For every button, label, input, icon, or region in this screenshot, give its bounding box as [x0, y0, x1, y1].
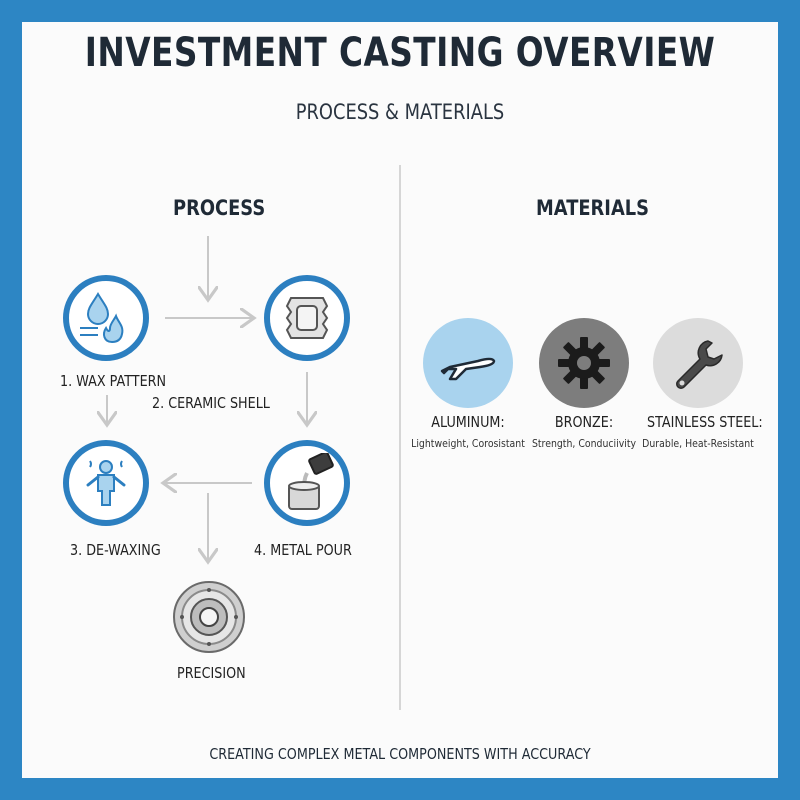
step-de-waxing-circle: [63, 440, 149, 526]
wax-drop-flame-icon: [80, 292, 124, 344]
ceramic-shell-icon: [285, 297, 329, 339]
step-wax-pattern-label: 1. WAX PATTERN: [60, 372, 167, 390]
step-metal-pour-circle: [264, 440, 350, 526]
airplane-icon: [440, 357, 496, 381]
metal-pour-crucible-icon: [288, 453, 334, 510]
aluminum-name: ALUMINUM:: [431, 413, 505, 431]
gear-icon: [558, 337, 610, 389]
materials-heading: MATERIALS: [536, 196, 649, 220]
step-wax-pattern-circle: [63, 275, 149, 361]
stainless-steel-badge: [653, 318, 743, 408]
stainless-steel-desc: Durable, Heat-Resistant: [642, 437, 754, 450]
precision-disc-icon: [173, 581, 245, 653]
precision-disc: [172, 580, 246, 654]
precision-label: PRECISION: [177, 664, 246, 682]
page-title: INVESTMENT CASTING OVERVIEW: [84, 30, 716, 76]
bronze-desc: Strength, Conduciivity: [531, 437, 637, 450]
wrench-icon: [676, 340, 723, 389]
aluminum-desc: Lightweight, Corosistant: [411, 437, 525, 450]
step-ceramic-shell-label: 2. CERAMIC SHELL: [152, 394, 270, 412]
step-ceramic-shell-circle: [264, 275, 350, 361]
process-heading: PROCESS: [173, 196, 266, 220]
aluminum-badge: [423, 318, 513, 408]
step-de-waxing-label: 3. DE-WAXING: [70, 541, 161, 559]
stainless-steel-name: STAINLESS STEEL:: [647, 413, 763, 431]
step-metal-pour-label: 4. METAL POUR: [254, 541, 352, 559]
section-divider: [399, 165, 401, 710]
de-waxing-figure-icon: [86, 460, 126, 506]
footer-tagline: CREATING COMPLEX METAL COMPONENTS WITH A…: [209, 745, 591, 763]
bronze-name: BRONZE:: [554, 413, 614, 431]
bronze-badge: [539, 318, 629, 408]
page-subtitle: PROCESS & MATERIALS: [295, 100, 505, 124]
